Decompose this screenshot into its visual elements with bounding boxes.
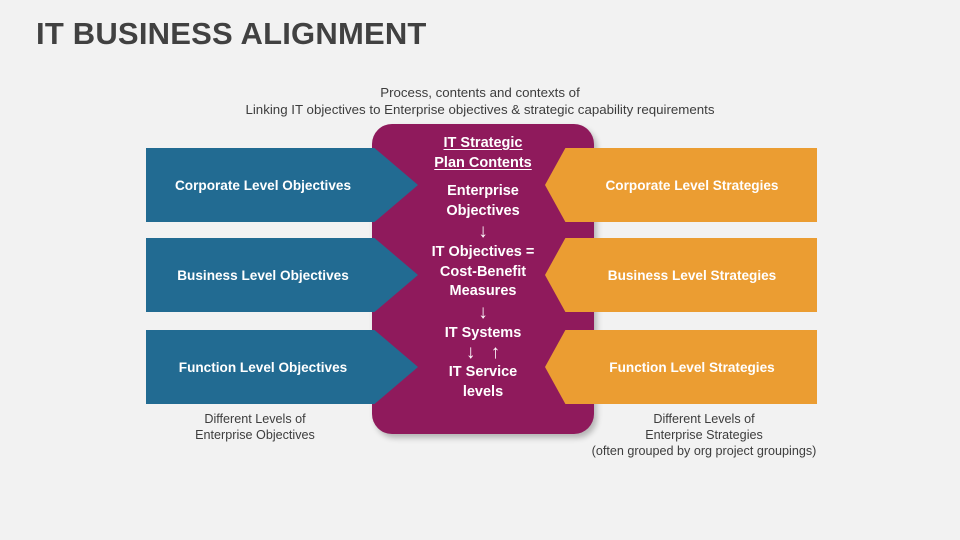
chevron-function-level-strategies[interactable]: Function Level Strategies	[545, 330, 817, 404]
caption-left-line-2: Enterprise Objectives	[195, 428, 315, 442]
caption-right-strategies: Different Levels of Enterprise Strategie…	[585, 411, 823, 459]
chevron-function-level-objectives[interactable]: Function Level Objectives	[146, 330, 418, 404]
node-it-service-levels-line-2: levels	[462, 383, 504, 400]
panel-heading-line-2: Plan Contents	[434, 155, 532, 171]
down-arrow-icon-1: ↓	[478, 221, 488, 242]
node-enterprise-objectives-line-1: Enterprise	[447, 183, 519, 199]
panel-heading-line-1: IT Strategic	[443, 135, 523, 151]
chevron-label: Business Level Strategies	[607, 267, 777, 283]
chevron-label: Function Level Objectives	[178, 359, 348, 375]
page-title: IT Business Alignment	[36, 16, 427, 51]
chevron-label: Business Level Objectives	[177, 267, 349, 283]
down-arrow-icon-2: ↓	[478, 301, 488, 323]
node-it-service-levels-line-1: IT Service	[448, 364, 518, 380]
node-it-objectives-line-2: Cost-Benefit	[439, 263, 527, 280]
node-enterprise-objectives-line-2: Objectives	[446, 202, 520, 219]
caption-right-line-1: Different Levels of	[653, 412, 755, 426]
chevron-label: Corporate Level Objectives	[174, 177, 352, 193]
caption-left-line-1: Different Levels of	[204, 412, 306, 426]
down-up-arrow-icon: ↓ ↑	[465, 342, 506, 363]
node-it-objectives-line-1: IT Objectives =	[431, 244, 535, 260]
spacer	[372, 173, 594, 182]
chevron-corporate-level-strategies[interactable]: Corporate Level Strategies	[545, 148, 817, 222]
chevron-business-level-objectives[interactable]: Business Level Objectives	[146, 238, 418, 312]
it-strategic-plan-content: IT Strategic Plan Contents Enterprise Ob…	[372, 124, 594, 434]
subtitle-line-1: Process, contents and contexts of	[380, 85, 580, 100]
node-it-objectives-line-3: Measures	[449, 283, 517, 299]
subtitle-block: Process, contents and contexts of Linkin…	[200, 84, 760, 118]
caption-left-objectives: Different Levels of Enterprise Objective…	[150, 411, 360, 443]
node-it-systems: IT Systems	[444, 324, 522, 341]
chevron-label: Function Level Strategies	[609, 359, 775, 375]
caption-right-line-2: Enterprise Strategies	[645, 428, 763, 442]
chevron-business-level-strategies[interactable]: Business Level Strategies	[545, 238, 817, 312]
chevron-label: Corporate Level Strategies	[605, 177, 779, 193]
caption-right-line-3: (often grouped by org project groupings)	[591, 444, 817, 458]
chevron-corporate-level-objectives[interactable]: Corporate Level Objectives	[146, 148, 418, 222]
subtitle-line-2: Linking IT objectives to Enterprise obje…	[245, 102, 715, 117]
